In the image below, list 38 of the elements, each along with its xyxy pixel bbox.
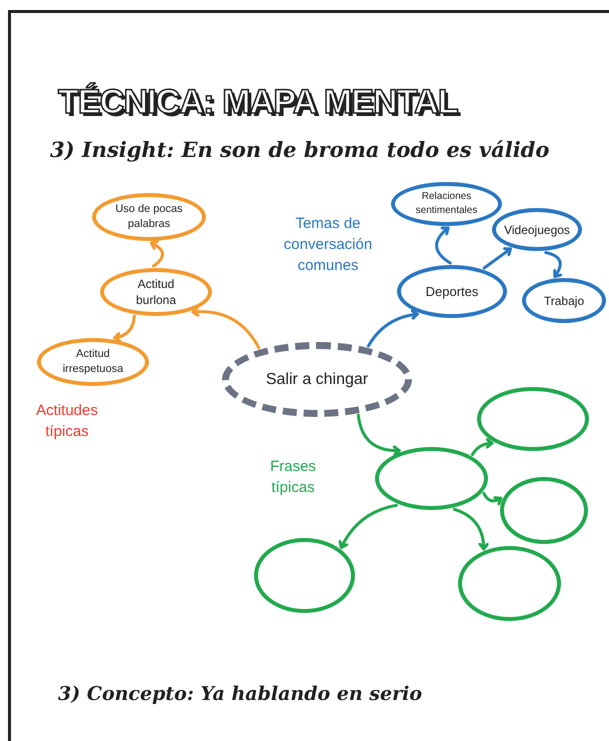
arrow — [482, 247, 512, 270]
arrow — [338, 504, 398, 549]
idea-ellipse — [37, 338, 149, 386]
arrow — [452, 508, 490, 550]
node-text: Relaciones sentimentales — [414, 190, 478, 218]
central-idea-ellipse — [222, 342, 412, 417]
node-text: Actitud burlona — [134, 276, 178, 308]
idea-ellipse — [397, 265, 507, 318]
node-text: Actitud irrespetuosa — [62, 347, 124, 377]
arrow — [356, 414, 401, 456]
idea-ellipse — [391, 182, 502, 226]
node-text: Trabajo — [542, 292, 586, 310]
node-text: Deportes — [424, 282, 480, 301]
node-text: Uso de pocas palabras — [114, 202, 184, 232]
idea-ellipse — [375, 447, 488, 510]
idea-ellipse — [100, 268, 212, 316]
idea-ellipse — [458, 546, 561, 621]
idea-ellipse — [477, 387, 589, 451]
arrow — [435, 226, 452, 265]
arrow — [150, 240, 164, 268]
arrow — [544, 251, 562, 278]
subheading: 3) Concepto: Ya hablando en serio — [58, 682, 422, 707]
idea-ellipse — [254, 538, 355, 613]
arrow — [113, 314, 136, 342]
arrow — [366, 309, 419, 348]
arrow — [482, 492, 502, 506]
arrow — [470, 438, 494, 456]
idea-ellipse — [92, 193, 206, 241]
idea-ellipse — [500, 477, 588, 544]
idea-ellipse — [492, 208, 582, 251]
idea-ellipse — [522, 278, 606, 323]
branch-label: Temas de conversación comunes — [282, 214, 374, 276]
arrow — [191, 306, 260, 350]
branch-label: Frases típicas — [269, 457, 317, 498]
subheading: 3) Insight: En son de broma todo es válido — [50, 136, 550, 164]
node-text: Videojuegos — [503, 222, 571, 238]
node-text: Salir a chingar — [264, 370, 370, 390]
branch-label: Actitudes típicas — [35, 401, 99, 442]
